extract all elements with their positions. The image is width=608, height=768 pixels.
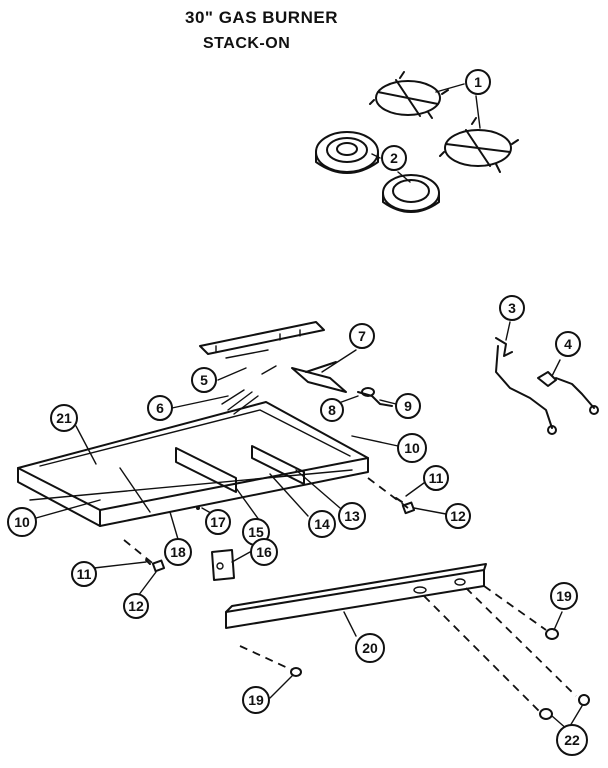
callout-12-right-label: 12 [450, 508, 466, 524]
igniter-16 [211, 549, 235, 581]
valve-4 [537, 371, 599, 415]
callout-10-left: 10 [7, 507, 37, 537]
callout-6-label: 6 [156, 400, 164, 416]
callout-4: 4 [555, 331, 581, 357]
callout-7: 7 [349, 323, 375, 349]
valve-3 [495, 337, 557, 435]
callout-17: 17 [205, 509, 231, 535]
title-line-1: 30" GAS BURNER [185, 8, 338, 27]
callout-13-label: 13 [344, 508, 360, 524]
callout-10-right-label: 10 [404, 440, 420, 456]
burner-tray [17, 401, 369, 527]
callout-14-label: 14 [314, 516, 330, 532]
callout-1: 1 [465, 69, 491, 95]
title-line-2: STACK-ON [203, 35, 291, 52]
callout-5: 5 [191, 367, 217, 393]
callout-12-left: 12 [123, 593, 149, 619]
screw-19-bottom [290, 667, 302, 677]
callout-4-label: 4 [564, 336, 572, 352]
callout-12-left-label: 12 [128, 598, 144, 614]
callout-18: 18 [164, 538, 192, 566]
callout-19-bottom-label: 19 [248, 692, 264, 708]
callout-6: 6 [147, 395, 173, 421]
callout-12-right: 12 [445, 503, 471, 529]
callout-8: 8 [320, 398, 344, 422]
callout-21: 21 [50, 404, 78, 432]
callout-10-left-label: 10 [14, 514, 30, 530]
callout-16: 16 [250, 538, 278, 566]
callout-10-right: 10 [397, 433, 427, 463]
callout-7-label: 7 [358, 328, 366, 344]
burner-head-left [315, 131, 379, 174]
orifice-tubes [221, 349, 277, 415]
callout-22-label: 22 [564, 732, 580, 748]
callout-14: 14 [308, 510, 336, 538]
assembly-lines [123, 477, 577, 713]
callout-1-label: 1 [474, 74, 482, 90]
callout-20-label: 20 [362, 640, 378, 656]
callout-18-label: 18 [170, 544, 186, 560]
callout-9-label: 9 [404, 398, 412, 414]
nut-19-top [545, 628, 559, 640]
callout-11-right-label: 11 [429, 470, 444, 486]
callout-15-label: 15 [248, 524, 264, 540]
callout-19-bottom: 19 [242, 686, 270, 714]
callout-22: 22 [556, 724, 588, 756]
clip-12-left [151, 559, 166, 573]
callout-21-label: 21 [56, 410, 72, 426]
burner-grate-right [439, 117, 519, 173]
callout-17-label: 17 [210, 514, 226, 530]
callout-19-top-label: 19 [556, 588, 572, 604]
callout-9: 9 [395, 393, 421, 419]
manifold-bracket [199, 321, 325, 355]
callout-16-label: 16 [256, 544, 272, 560]
leader-lines [35, 83, 583, 731]
callout-11-left: 11 [71, 561, 97, 587]
callout-11-left-label: 11 [77, 566, 92, 582]
clip-12-right [401, 501, 416, 515]
fitting-8-9 [357, 387, 393, 407]
callout-3-label: 3 [508, 300, 516, 316]
callout-13: 13 [338, 502, 366, 530]
callout-3: 3 [499, 295, 525, 321]
bracket-7 [291, 361, 347, 393]
callout-8-label: 8 [328, 402, 336, 418]
screw-11-right [395, 497, 403, 503]
callout-2: 2 [381, 145, 407, 171]
callout-11-right: 11 [423, 465, 449, 491]
screw-11-left [145, 559, 151, 565]
nut-22-b [539, 708, 553, 720]
callout-2-label: 2 [390, 150, 398, 166]
callout-19-top: 19 [550, 582, 578, 610]
burner-grate-left [369, 71, 449, 119]
nut-22-a [578, 694, 590, 706]
callout-20: 20 [355, 633, 385, 663]
callout-5-label: 5 [200, 372, 208, 388]
burner-head-right [382, 174, 440, 213]
